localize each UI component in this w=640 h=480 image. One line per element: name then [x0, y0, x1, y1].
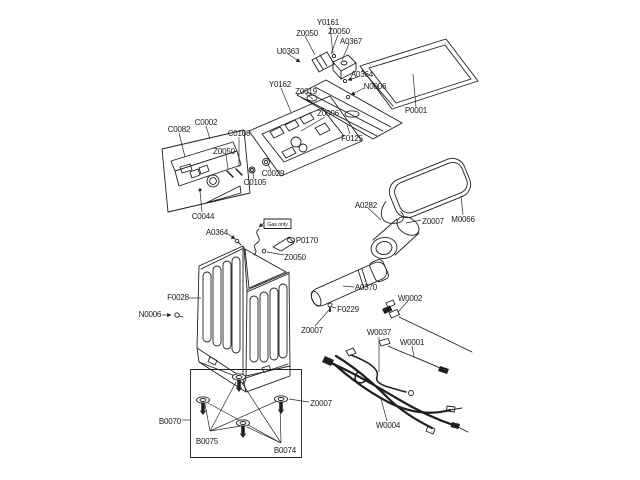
- part-label-z0050-top-left: Z0050: [296, 29, 318, 38]
- thermistor-wire: [382, 299, 473, 353]
- part-label-b0074: B0074: [274, 446, 297, 455]
- part-label-p0001: P0001: [405, 106, 428, 115]
- part-label-w0001: W0001: [400, 338, 425, 347]
- part-label-y0161: Y0161: [317, 18, 340, 27]
- part-label-z0007-duct: Z0007: [422, 217, 444, 226]
- part-label-f0028: F0028: [167, 293, 189, 302]
- control-panel-box: [161, 129, 251, 213]
- part-labels: Y0161 Z0050 Z0050 U0363 A0367 A0364 N000…: [139, 18, 476, 455]
- small-fasteners: [234, 158, 333, 312]
- wire-harness-w0001: [378, 338, 449, 374]
- part-label-c0082: C0082: [168, 125, 191, 134]
- part-label-p0170: P0170: [296, 236, 319, 245]
- part-label-c0108: C0108: [228, 129, 251, 138]
- part-label-c0044: C0044: [192, 212, 215, 221]
- part-label-c0029: C0029: [262, 169, 285, 178]
- part-label-z0006: Z0006: [317, 109, 339, 118]
- lint-filter: [380, 157, 472, 224]
- leveling-feet: [196, 373, 288, 438]
- screw-glyphs: [174, 312, 184, 318]
- part-label-z0050-cabinet: Z0050: [284, 253, 306, 262]
- wire-harness-w0004: [322, 354, 469, 435]
- fan-lines: [204, 381, 282, 444]
- funnel-part: [272, 236, 295, 252]
- gas-only-callout: Gas only: [253, 218, 292, 256]
- duct-elbow: [370, 216, 420, 260]
- part-label-z0019: Z0019: [295, 87, 317, 96]
- part-label-b0070: B0070: [159, 417, 182, 426]
- part-label-w0004: W0004: [376, 421, 401, 430]
- wire-harness-w0037: [345, 347, 414, 396]
- part-label-a0364-lid: A0364: [351, 70, 374, 79]
- part-label-f0229: F0229: [337, 305, 359, 314]
- vent-hose: [310, 258, 389, 307]
- top-small-parts: [311, 51, 357, 100]
- control-board-box: [248, 95, 363, 177]
- part-label-n0006-lid: N0006: [364, 82, 387, 91]
- part-label-b0075: B0075: [196, 437, 219, 446]
- leader-lines: [162, 25, 464, 422]
- part-label-z0050-top-right: Z0050: [328, 27, 350, 36]
- gas-only-tag-text: Gas only: [267, 222, 288, 228]
- part-label-y0162: Y0162: [269, 80, 292, 89]
- part-label-c0105: C0105: [244, 178, 267, 187]
- part-label-a0364-cabinet: A0364: [206, 228, 229, 237]
- part-label-z0007-feet: Z0007: [310, 399, 332, 408]
- part-label-z0007-cabinet: Z0007: [301, 326, 323, 335]
- part-label-z0050-panel: Z0050: [213, 147, 235, 156]
- top-lid-panel: [359, 38, 479, 110]
- part-label-w0037: W0037: [367, 328, 392, 337]
- part-label-m0066: M0066: [451, 215, 475, 224]
- cabinet: [196, 245, 291, 393]
- part-label-a0367: A0367: [340, 37, 363, 46]
- part-label-n0006-base: N0006: [139, 310, 162, 319]
- part-label-w0002: W0002: [398, 294, 423, 303]
- part-label-a0370: A0370: [355, 283, 378, 292]
- part-label-a0282: A0282: [355, 201, 378, 210]
- part-label-f0125: F0125: [341, 134, 363, 143]
- part-label-c0002: C0002: [195, 118, 218, 127]
- part-label-u0363: U0363: [277, 47, 300, 56]
